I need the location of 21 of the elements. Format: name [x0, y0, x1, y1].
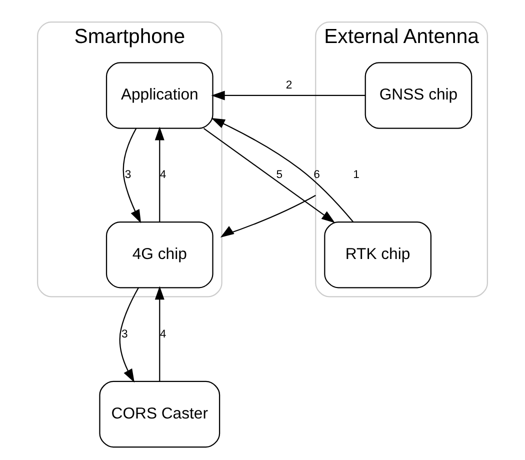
edge-label: 1	[353, 169, 360, 182]
edge-label: 3	[121, 328, 128, 340]
edge-label: 4	[160, 328, 166, 340]
edge-label: 6	[314, 169, 320, 182]
node-box: GNSS chip	[364, 62, 472, 129]
edge-label: 4	[160, 169, 166, 182]
arrow	[220, 194, 316, 238]
node-box: RTK chip	[324, 222, 432, 288]
node-box: Application	[106, 62, 214, 129]
node-box: CORS Caster	[99, 380, 220, 448]
edge-label: 2	[286, 80, 292, 92]
arrow	[154, 126, 164, 222]
arrow	[211, 118, 354, 222]
arrow	[154, 286, 164, 382]
node-box: 4G chip	[106, 222, 214, 288]
edge-label: 5	[276, 169, 283, 182]
arrow	[119, 287, 139, 383]
edge-label: 3	[124, 169, 132, 182]
arrow	[122, 128, 142, 224]
arrow	[211, 90, 366, 100]
arrow	[203, 128, 336, 223]
